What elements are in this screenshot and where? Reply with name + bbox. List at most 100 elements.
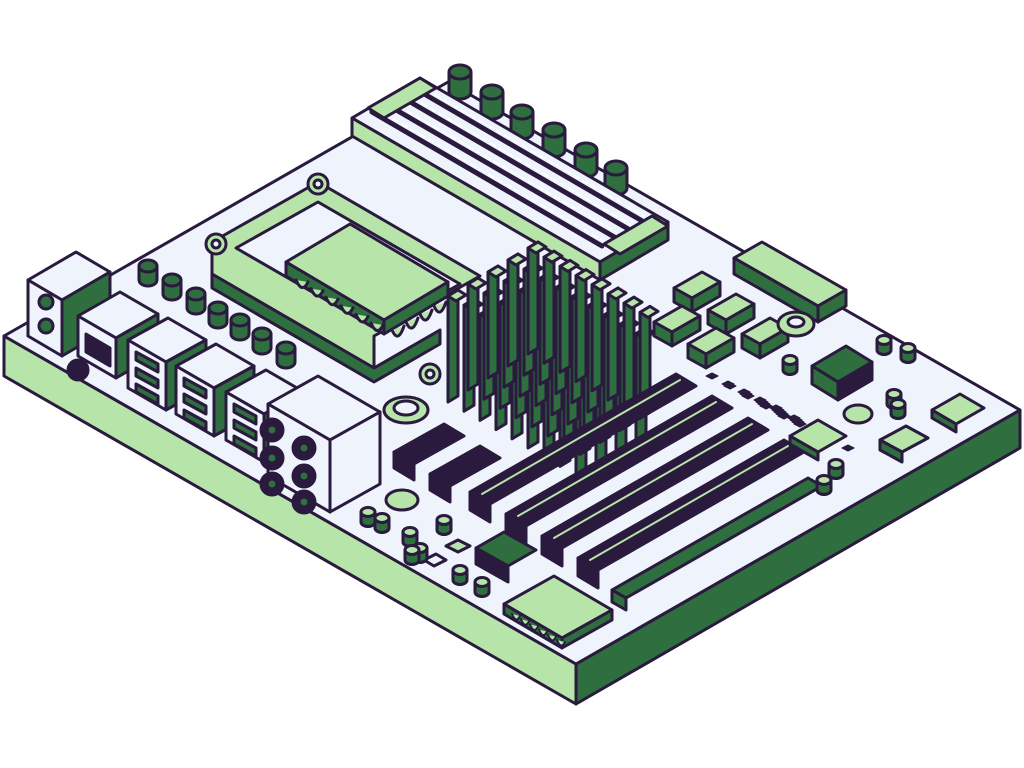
heatsink-fin-4-1 [506, 252, 520, 368]
small-cap-15-top [889, 398, 907, 410]
cpu-pin-left-2 [309, 287, 325, 298]
small-chip-2 [422, 552, 448, 568]
front-header-side [474, 546, 510, 584]
small-cap-14-top [815, 474, 833, 486]
cpu-pin-right-3 [418, 308, 434, 322]
capacitor-top-1-top [447, 63, 473, 81]
ram-latches [366, 76, 670, 256]
capacitor-top-4-top [541, 121, 567, 139]
pcie-slot-green-end [610, 588, 628, 612]
pad-oval-1 [384, 488, 420, 512]
usb-port-2-2 [182, 392, 208, 416]
inductor-ring-hole [786, 315, 806, 329]
io-audio-side [328, 410, 382, 514]
io-panel [26, 250, 382, 515]
heatsink-fin-top-5-4 [574, 268, 596, 283]
sata-ports [652, 270, 790, 370]
ps2-port-1 [37, 293, 55, 311]
heatsink-fin-top-2-1 [466, 276, 488, 291]
capacitor-io-2-top [161, 272, 183, 288]
heatsink-fin-5-7 [622, 295, 636, 411]
header-block-2-side [788, 434, 820, 462]
pad-3-1 [737, 388, 751, 396]
small-cap-12-top [899, 342, 917, 354]
pcie-x1-end-2 [428, 472, 452, 504]
heatsink-fin-top-5-1 [526, 240, 548, 255]
heatsink-fin-top-5-2 [542, 249, 564, 264]
coin-battery-inner [392, 399, 420, 417]
capacitor-io-1-top [137, 258, 159, 274]
heatsink-fin-5-4 [574, 268, 588, 384]
video-port [84, 332, 112, 368]
capacitor-io-6-top [251, 326, 273, 342]
heatsink-fin-top-5-8 [638, 304, 660, 319]
heatsink-fin-top-1-1 [446, 288, 468, 303]
cpu-pin-left-4 [339, 304, 355, 315]
power-conn-front [816, 288, 848, 324]
cpu-pin-right-1 [390, 324, 406, 338]
cpu-pin-left-5 [354, 312, 370, 324]
chipset-pin-3 [529, 623, 539, 631]
small-cap-11-top [875, 334, 893, 346]
sata-front-5 [758, 326, 790, 360]
ram-slot-4 [411, 85, 647, 225]
heatsink-fin-top-5-6 [606, 286, 628, 301]
chipset-pin-4 [538, 628, 548, 637]
heatsink-fin-top-5-5 [590, 277, 612, 292]
bios-chip-side [930, 408, 958, 434]
pad-1-1 [705, 372, 719, 380]
sata-front-1 [690, 280, 722, 314]
chipset-pins [511, 613, 566, 647]
small-cap-8-top [403, 544, 421, 556]
socket-screw-2-hole [312, 178, 324, 190]
usb-port-2-1 [182, 376, 208, 400]
ps2-port-2 [37, 317, 55, 335]
cpu-pins [294, 278, 448, 338]
ram-slot-contacts-3 [403, 92, 631, 225]
small-cap-1-top [359, 506, 377, 518]
small-cap-3-top [401, 526, 419, 538]
socket-screw-1-hole [210, 238, 222, 250]
pcie-slot-groove-4 [589, 445, 789, 561]
small-cap-13-top [781, 354, 799, 366]
capacitor-row-io [137, 258, 297, 370]
pcie-slot-groove-1 [481, 379, 681, 495]
pcie-slot-groove-3 [553, 423, 753, 539]
pcie-slot-groove-2 [517, 401, 717, 517]
capacitor-io-7-top [275, 340, 297, 356]
io-round-jack [66, 358, 90, 382]
chipset-pin-5 [547, 633, 557, 642]
cpu-chip [284, 222, 450, 338]
capacitor-top-6-top [603, 159, 629, 177]
pad-4-1 [753, 396, 767, 404]
chipset-pin-1 [511, 613, 521, 621]
small-cap-6-top [451, 564, 469, 576]
pcie-x1-slots [392, 422, 502, 504]
usb-port-1-1 [134, 350, 160, 374]
chipset [502, 574, 614, 650]
cpu-pin-left-1 [294, 278, 310, 289]
audio-jack-hole-5 [297, 469, 311, 483]
pcie-slots [468, 372, 824, 612]
cpu-pin-left-6 [369, 321, 385, 332]
small-cap-10-top [885, 388, 903, 400]
audio-jack-hole-2 [265, 451, 279, 465]
heatsink-fin-5-2 [542, 249, 556, 365]
small-chip-1 [444, 538, 472, 554]
heatsink-fin-5-1 [526, 240, 540, 356]
audio-jack-hole-4 [297, 441, 311, 455]
heatsink-fin-top-4-1 [506, 252, 528, 267]
heatsink-fin-5-3 [558, 258, 572, 374]
cpu-pin-right-2 [404, 316, 420, 330]
heatsink-fin-5-6 [606, 286, 620, 402]
pcie-slot-end-3 [540, 534, 564, 568]
usb-port-1-3 [134, 382, 160, 406]
pad-5-2 [787, 414, 801, 422]
usb-port-3-1 [232, 402, 258, 426]
pcie-slot-end-1 [468, 490, 492, 524]
capacitor-top-2-top [479, 83, 505, 101]
heatsink-fin-2-1 [466, 276, 480, 392]
ram-slot-1 [369, 109, 605, 249]
